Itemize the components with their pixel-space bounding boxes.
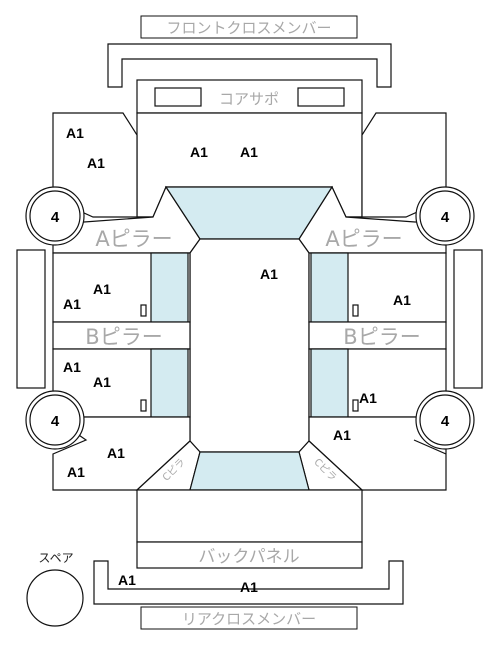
b-pillar-right-label: Bピラー [343,325,420,349]
back-panel [136,541,363,569]
core-support-label: コアサポ [219,90,279,108]
front-door-right-glass [310,252,349,323]
rear-fender-left [51,416,191,491]
grade-rear-fender-left-a: A1 [107,445,125,461]
grade-rear-door-right-b: A1 [333,427,351,443]
grade-rear-door-left-b: A1 [93,374,111,390]
b-pillar-left-label: Bピラー [85,325,162,349]
roof [189,238,310,453]
a-pillar-left-label: Aピラー [95,227,172,251]
core-support-right-opening [297,87,345,107]
front-fender-right [346,112,447,218]
front-door-right-handle [352,304,359,317]
tire-rear-left [25,390,85,450]
tire-front-right-value: 4 [441,209,450,226]
back-panel-label: バックパネル [198,547,299,567]
rear-cross-member-box [140,606,358,630]
rear-door-left-glass [150,348,189,418]
grade-bumper-left: A1 [118,572,136,588]
grade-rear-door-right-a: A1 [359,390,377,406]
spare-tire [26,569,84,627]
grade-front-door-right: A1 [393,292,411,308]
tire-front-left-value: 4 [51,209,60,226]
grade-front-door-left-b: A1 [63,296,81,312]
tire-rear-right-value: 4 [441,413,450,430]
side-step-right [453,249,483,389]
rear-door-right-glass [310,348,349,418]
grade-front-fender-left-bottom: A1 [87,155,105,171]
front-cross-member-box [140,15,358,39]
tire-rear-left-value: 4 [51,413,60,430]
tire-front-right [415,186,475,246]
rear-door-left-handle [140,399,147,412]
rear-cross-member-label: リアクロスメンバー [182,610,316,628]
a-pillar-right-label: Aピラー [325,227,402,251]
grade-front-door-left-a: A1 [93,281,111,297]
tire-rear-right [415,390,475,450]
tire-front-left [25,186,85,246]
grade-hood-left: A1 [190,144,208,160]
front-door-left-handle [140,304,147,317]
spare-label: スペア [38,551,73,565]
grade-rear-door-left-a: A1 [63,359,81,375]
core-support-left-opening [154,87,202,107]
front-bumper [107,43,392,88]
grade-rear-fender-left-b: A1 [67,464,85,480]
grade-roof: A1 [260,266,278,282]
rear-door-right-handle [352,399,359,412]
side-step-left [16,249,46,389]
front-cross-member-label: フロントクロスメンバー [166,19,331,37]
grade-front-fender-left-top: A1 [66,125,84,141]
grade-hood-right: A1 [240,144,258,160]
front-door-left-glass [150,252,189,323]
grade-bumper-center: A1 [240,579,258,595]
trunk-lid [136,489,363,543]
rear-bumper [93,560,404,605]
rear-window [189,451,310,491]
